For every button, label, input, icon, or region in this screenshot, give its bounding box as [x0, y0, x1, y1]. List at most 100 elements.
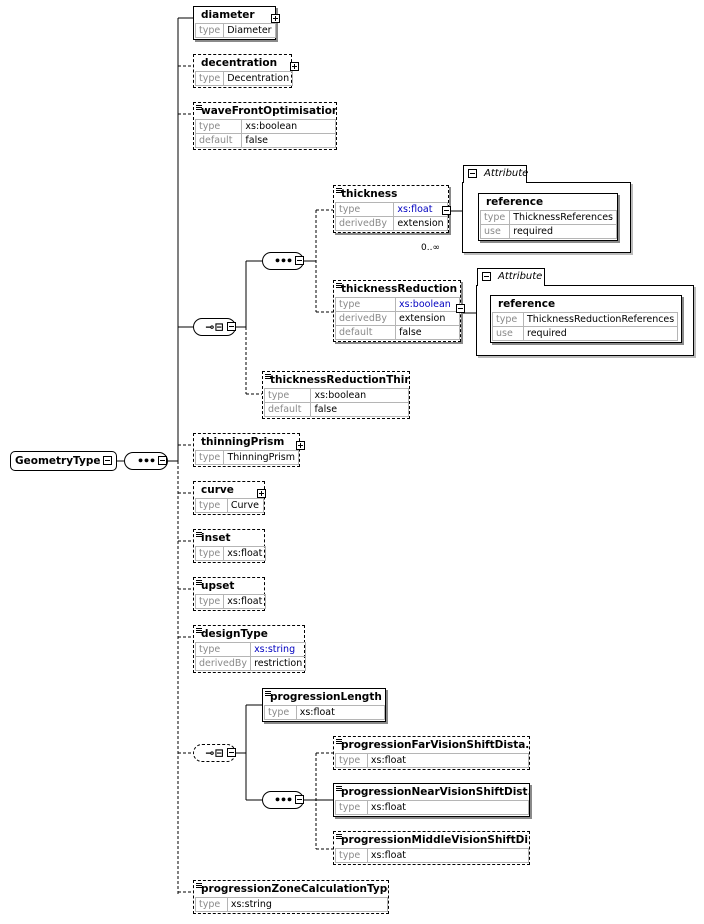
property-value: false: [310, 402, 409, 417]
collapse-icon[interactable]: [103, 456, 112, 465]
property-value: xs:float: [366, 848, 530, 863]
root-element-geometrytype[interactable]: GeometryType: [10, 451, 117, 471]
property-value: xs:boolean: [395, 297, 460, 312]
property-value: Diameter: [223, 23, 276, 38]
element-lines-icon: [336, 188, 342, 194]
property-key: derivedBy: [194, 656, 252, 671]
property-value: false: [241, 133, 336, 148]
element-lines-icon: [336, 739, 342, 745]
element-lines-icon: [336, 834, 342, 840]
property-value: xs:boolean: [241, 119, 336, 134]
element-name: progressionNearVisionShiftDist...: [341, 786, 529, 798]
attribute-tab-label: Attribute: [498, 271, 543, 282]
property-value: xs:string: [250, 642, 307, 657]
sequence-compositor[interactable]: •••: [262, 252, 304, 270]
property-key: default: [194, 133, 243, 148]
element-lines-icon: [196, 580, 202, 586]
property-value: xs:string: [226, 897, 389, 912]
property-key: default: [263, 402, 312, 417]
property-value: extension: [393, 216, 448, 231]
property-key: type: [263, 388, 312, 403]
expand-icon[interactable]: [296, 441, 305, 450]
element-name: upset: [201, 580, 235, 592]
element-lines-icon: [196, 105, 202, 111]
property-key: type: [194, 546, 225, 561]
choice-compositor[interactable]: ⊸⊟: [193, 318, 236, 336]
property-value: xs:float: [223, 594, 267, 609]
element-lines-icon: [265, 374, 271, 380]
property-key: type: [194, 23, 225, 38]
expand-icon[interactable]: [257, 489, 266, 498]
property-key: use: [479, 224, 511, 239]
element-name: inset: [201, 532, 231, 544]
collapse-icon[interactable]: [158, 456, 167, 465]
attribute-tab[interactable]: Attribute: [477, 268, 545, 286]
sequence-compositor[interactable]: •••: [124, 452, 168, 470]
property-key: type: [194, 450, 225, 465]
element-name: waveFrontOptimisation: [201, 105, 336, 117]
expand-icon[interactable]: [271, 14, 280, 23]
collapse-icon[interactable]: [468, 169, 477, 178]
property-value: ThicknessReductionReferences: [522, 312, 679, 327]
element-name: diameter: [201, 9, 255, 21]
element-name: designType: [201, 628, 268, 640]
property-key: type: [479, 210, 511, 225]
collapse-icon[interactable]: [295, 256, 304, 265]
collapse-icon[interactable]: [227, 322, 236, 331]
expand-icon[interactable]: [290, 62, 299, 71]
element-name: progressionZoneCalculationType: [201, 883, 388, 895]
property-value: xs:float: [366, 800, 530, 815]
property-key: default: [334, 325, 397, 340]
choice-compositor-optional[interactable]: ⊸⊟: [193, 744, 236, 762]
element-lines-icon: [196, 532, 202, 538]
collapse-icon[interactable]: [295, 795, 304, 804]
property-value: false: [395, 325, 460, 340]
element-name: thicknessReduction: [341, 283, 458, 295]
collapse-icon[interactable]: [227, 748, 236, 757]
attribute-tab[interactable]: Attribute: [463, 165, 528, 183]
property-key: use: [492, 326, 524, 341]
property-key: type: [195, 498, 228, 513]
property-value: xs:float: [223, 546, 267, 561]
property-key: derivedBy: [334, 216, 395, 231]
property-value: required: [522, 326, 679, 341]
collapse-icon[interactable]: [482, 272, 491, 281]
element-name: thicknessReductionThin: [270, 374, 409, 386]
property-key: type: [264, 705, 297, 720]
attribute-name: reference: [486, 196, 544, 208]
property-value: Decentration: [223, 71, 294, 86]
collapse-icon[interactable]: [456, 304, 465, 313]
collapse-icon[interactable]: [442, 206, 451, 215]
attribute-name: reference: [498, 298, 556, 310]
property-key: type: [194, 71, 225, 86]
sequence-compositor[interactable]: •••: [262, 791, 304, 809]
element-name: thinningPrism: [201, 436, 285, 448]
element-lines-icon: [196, 628, 202, 634]
cardinality-label: 0..∞: [421, 243, 440, 253]
element-name: progressionMiddleVisionShiftDi...: [341, 834, 529, 846]
element-lines-icon: [196, 883, 202, 889]
property-key: type: [194, 642, 252, 657]
property-key: type: [195, 897, 228, 912]
element-lines-icon: [336, 786, 342, 792]
property-key: type: [492, 312, 524, 327]
